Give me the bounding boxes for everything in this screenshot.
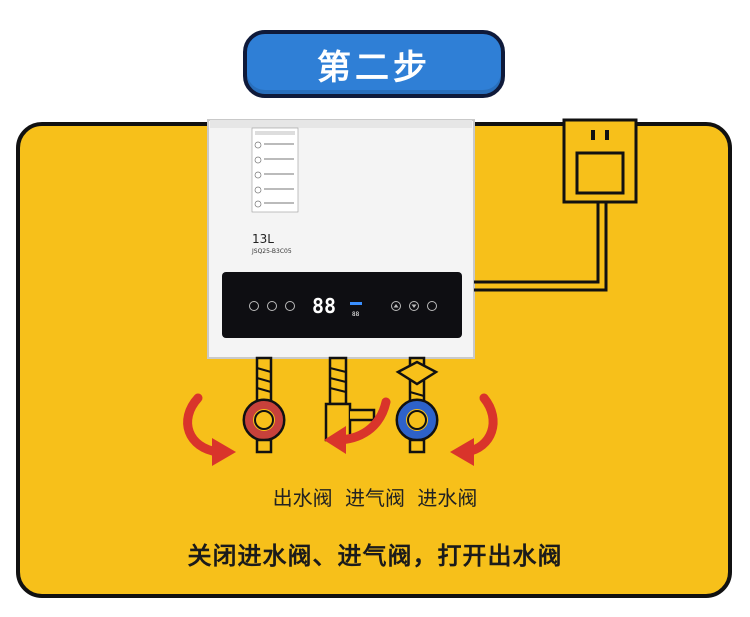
valve-label-outlet: 出水阀 (272, 486, 333, 510)
left-buttons (249, 301, 295, 311)
step-badge: 第二步 (243, 30, 505, 98)
hot-water-valve (242, 398, 286, 454)
cold-water-valve (395, 398, 439, 454)
valve-label-inlet: 进水阀 (417, 486, 478, 510)
gas-arrow-head-icon (324, 426, 346, 454)
valve-labels: 出水阀 进气阀 进水阀 (0, 482, 750, 511)
valve-label-gas: 进气阀 (345, 486, 405, 510)
right-buttons (391, 301, 437, 311)
water-heater: 88 (207, 119, 475, 359)
cold-arrow-head-icon (450, 438, 474, 466)
control-display-panel (222, 272, 462, 338)
display-temperature: 88 (312, 294, 337, 318)
instruction-text: 关闭进水阀、进气阀，打开出水阀 (187, 542, 563, 570)
svg-text:88: 88 (352, 311, 360, 318)
heater-capacity: 13L (252, 232, 274, 246)
wall-socket (562, 118, 638, 204)
heater-model-code: JSQ25-B3C05 (252, 248, 292, 255)
power-cord (474, 200, 608, 292)
hot-arrow-head-icon (212, 438, 236, 466)
warning-sticker (251, 127, 299, 213)
step-badge-label: 第二步 (317, 47, 431, 88)
hot-valve-open-arrow-icon (183, 393, 223, 457)
